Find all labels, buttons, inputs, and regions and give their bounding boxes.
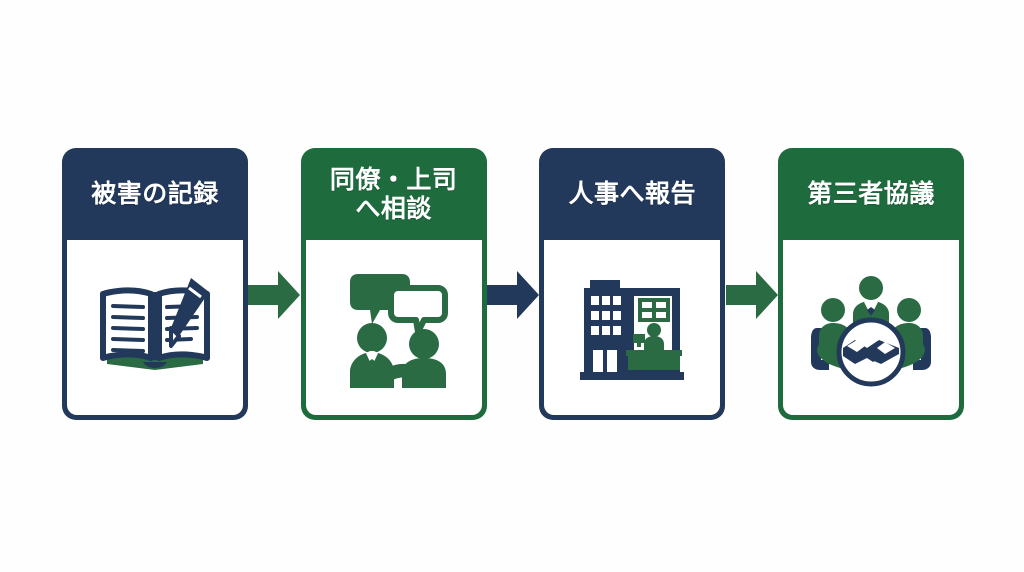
flow-steps-row: 被害の記録 [62, 148, 964, 420]
flow-step-body-2 [305, 240, 482, 415]
flow-arrow-1 [248, 267, 301, 323]
flow-step-title-2: 同僚・上司 へ相談 [329, 164, 458, 224]
meeting-handshake-icon [809, 266, 933, 390]
flow-step-header-3: 人事へ報告 [539, 148, 725, 240]
flow-step-header-1: 被害の記録 [62, 148, 248, 240]
flow-step-card-3[interactable]: 人事へ報告 [539, 148, 726, 420]
flow-step-card-4[interactable]: 第三者協議 [777, 148, 964, 420]
office-building-reception-icon [570, 266, 694, 390]
flow-arrow-3 [725, 267, 778, 323]
flow-step-title-3: 人事へ報告 [568, 179, 697, 209]
flow-step-header-4: 第三者協議 [778, 148, 964, 240]
flow-step-header-2: 同僚・上司 へ相談 [301, 148, 487, 240]
open-book-with-pen-icon [93, 266, 217, 390]
flow-step-body-1 [67, 240, 243, 415]
flow-step-body-4 [782, 240, 959, 415]
flow-step-title-4: 第三者協議 [807, 179, 935, 209]
flow-arrow-2 [486, 267, 539, 323]
two-people-talking-icon [332, 266, 456, 390]
flow-step-card-1[interactable]: 被害の記録 [62, 148, 248, 420]
flow-step-title-1: 被害の記録 [91, 179, 219, 209]
flow-step-card-2[interactable]: 同僚・上司 へ相談 [300, 148, 487, 420]
flow-step-body-3 [544, 240, 721, 415]
